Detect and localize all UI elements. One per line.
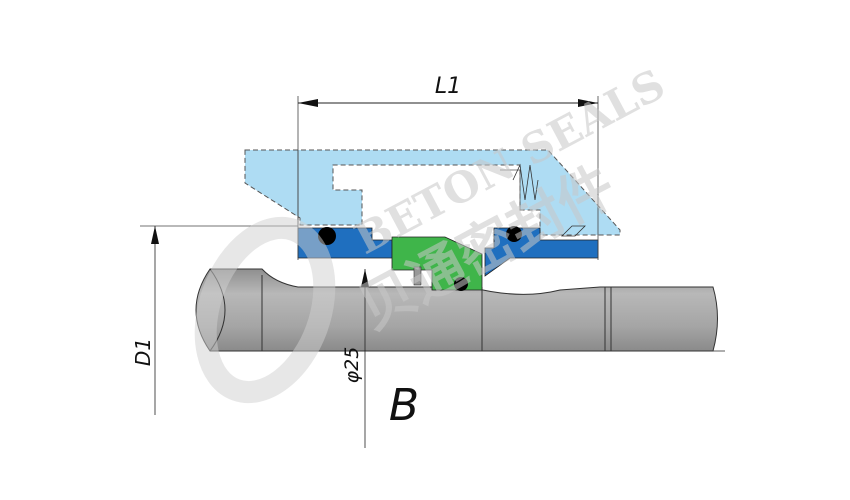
set-screw	[413, 266, 422, 286]
shaft-diameter-label: φ25	[341, 347, 363, 384]
spring-icon	[512, 163, 539, 201]
o-ring-right	[506, 226, 522, 242]
shaft-diameter-dimension	[361, 269, 369, 448]
l1-dimension	[297, 96, 599, 260]
variant-label: B	[389, 380, 419, 431]
d1-label: D1	[131, 338, 155, 366]
o-ring-shaft	[454, 277, 468, 291]
l1-label: L1	[435, 74, 461, 99]
rotary-ring	[391, 236, 483, 291]
